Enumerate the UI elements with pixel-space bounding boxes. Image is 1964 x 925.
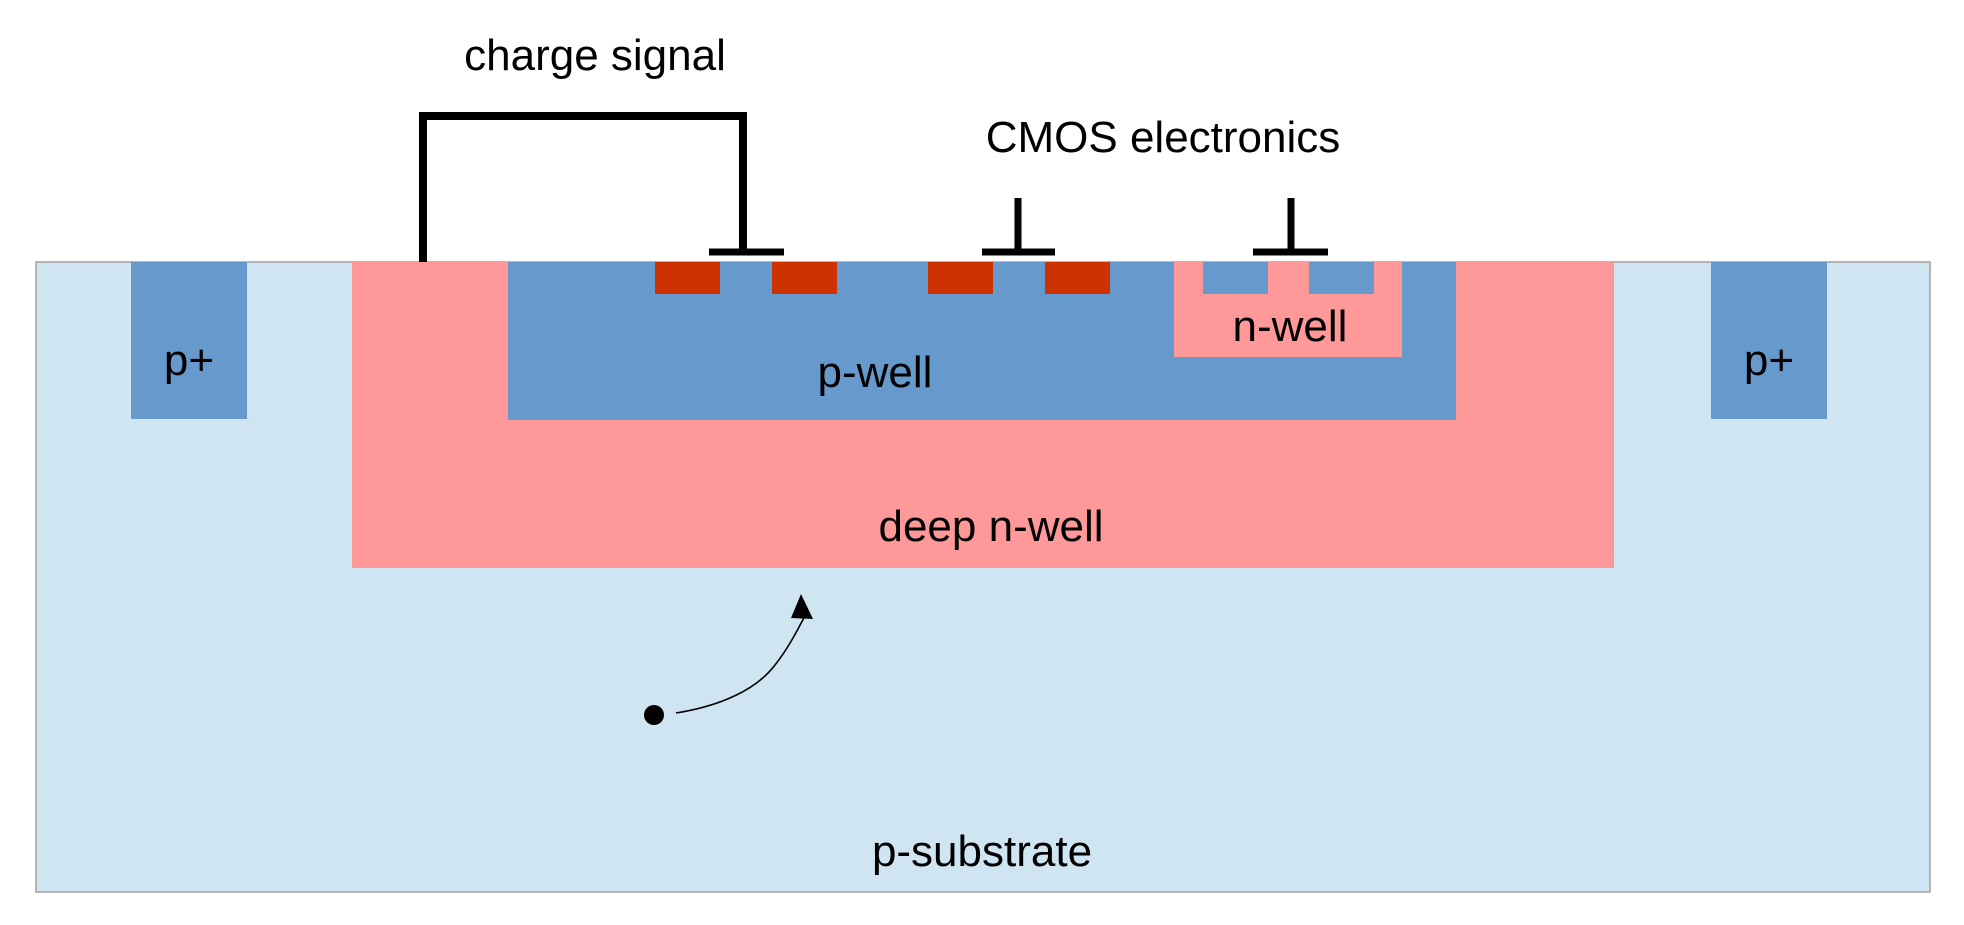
n-plus-diffusion	[772, 262, 837, 294]
p-well-label: p-well	[818, 348, 933, 397]
charge-carrier-dot	[644, 705, 664, 725]
arrow-head-icon	[791, 594, 813, 619]
deep-n-well-label: deep n-well	[878, 502, 1103, 551]
n-well-label: n-well	[1233, 302, 1348, 351]
cmos-electronics-label: CMOS electronics	[986, 113, 1341, 162]
p-plus-diffusion	[1203, 262, 1268, 294]
p-plus-right-region	[1711, 262, 1827, 419]
n-plus-diffusion	[655, 262, 720, 294]
p-plus-left-label: p+	[164, 336, 214, 385]
drift-arrow-path	[675, 611, 808, 714]
p-plus-left-region	[131, 262, 247, 419]
p-plus-right-label: p+	[1744, 336, 1794, 385]
charge-signal-label: charge signal	[464, 31, 726, 80]
p-substrate-label: p-substrate	[872, 827, 1092, 876]
n-plus-diffusion	[1045, 262, 1110, 294]
p-plus-diffusion	[1309, 262, 1374, 294]
n-plus-diffusion	[928, 262, 993, 294]
charge-signal-wire	[419, 112, 747, 262]
